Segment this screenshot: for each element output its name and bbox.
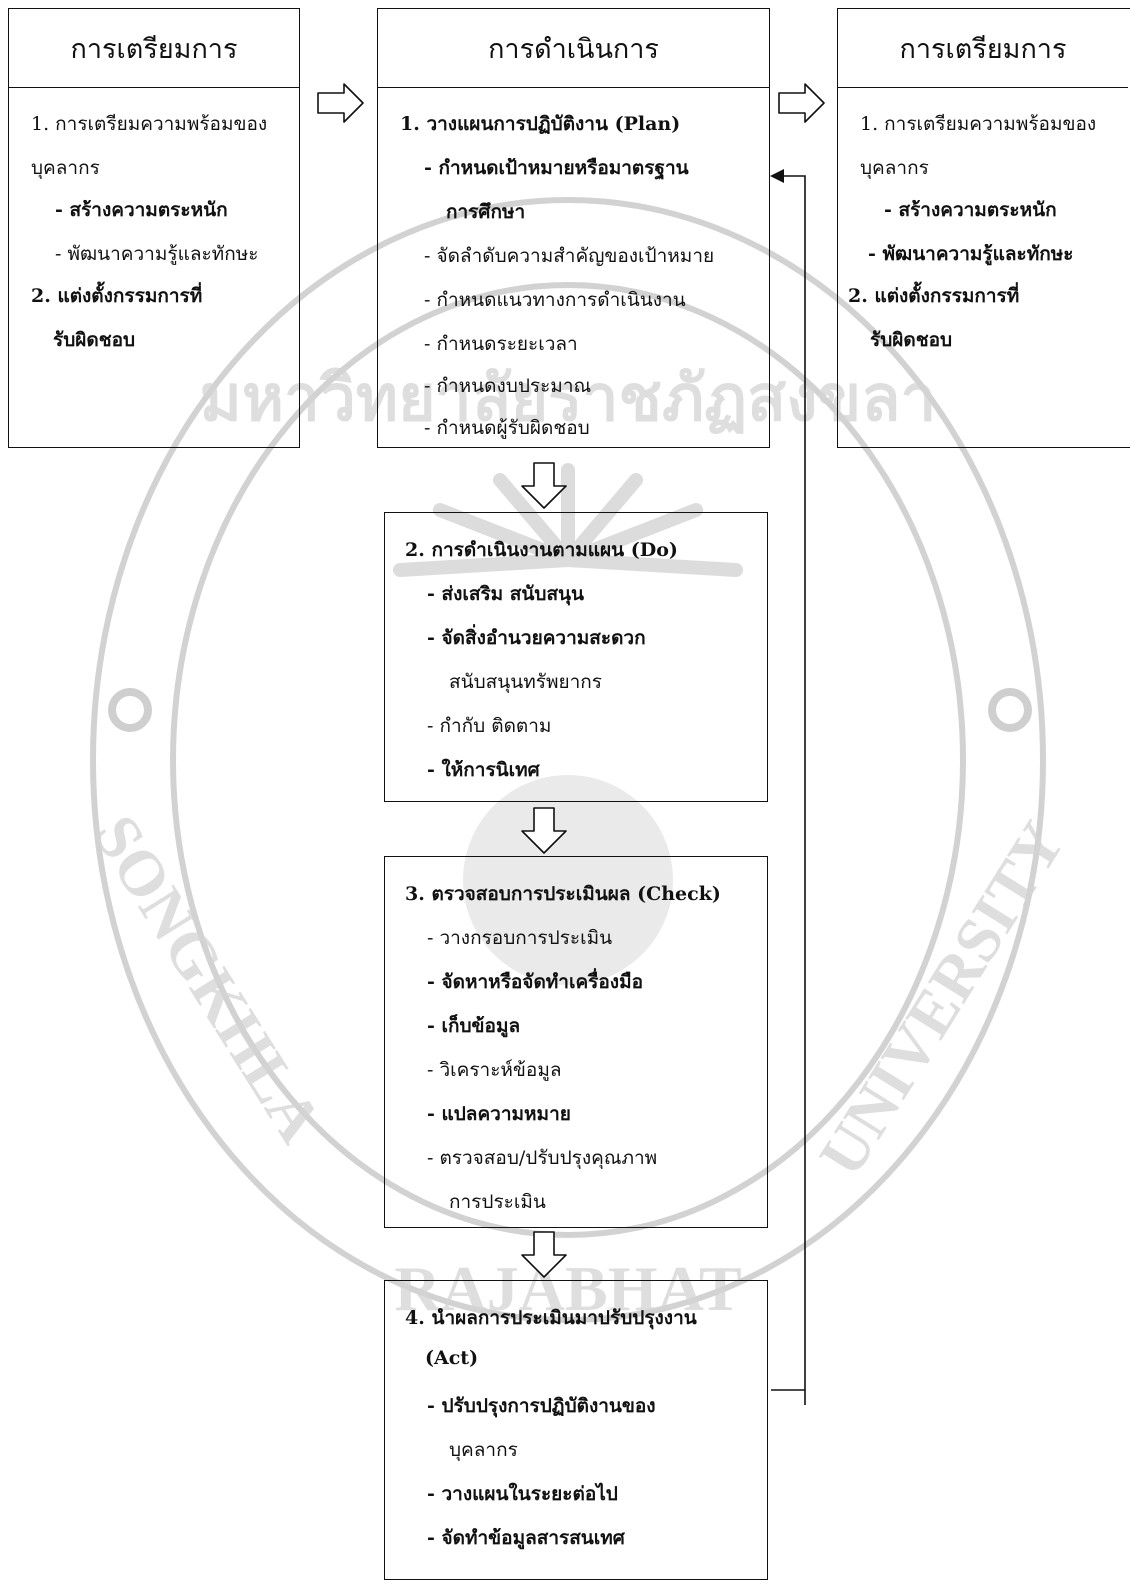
sub-item-continuation: การศึกษา: [446, 201, 526, 223]
item-2-continuation: รับผิดชอบ: [870, 329, 953, 351]
sub-item-text: - จัดหาหรือจัดทำเครื่องมือ: [427, 971, 644, 993]
sub-item-continuation: บุคลากร: [449, 1439, 518, 1461]
preparation-box-left: การเตรียมการ 1. การเตรียมความพร้อมของ บุ…: [8, 8, 300, 448]
check-heading: 3. ตรวจสอบการประเมินผล (Check): [405, 883, 721, 905]
sub-item-text: - ส่งเสริม สนับสนุน: [427, 583, 585, 605]
act-box: 4. นำผลการประเมินมาปรับปรุงงาน (Act) - ป…: [384, 1280, 768, 1580]
sub-item-text: - เก็บข้อมูล: [427, 1015, 521, 1037]
sub-item-text: - สร้างความตระหนัก: [884, 199, 1057, 221]
item-2-text: 2. แต่งตั้งกรรมการที่: [31, 285, 203, 307]
box-title: การเตรียมการ: [838, 9, 1128, 88]
act-heading-continuation: (Act): [425, 1347, 479, 1369]
sub-item-text: - ปรับปรุงการปฏิบัติงานของ: [427, 1395, 656, 1417]
item-2-text: 2. แต่งตั้งกรรมการที่: [848, 285, 1020, 307]
sub-item-text: - กำหนดผู้รับผิดชอบ: [424, 417, 590, 439]
sub-item-text: - จัดสิ่งอำนวยความสะดวก: [427, 627, 646, 649]
arrowhead-left-icon: [770, 169, 784, 183]
sub-item-text: - กำหนดแนวทางการดำเนินงาน: [424, 289, 686, 311]
item-1-text: 1. การเตรียมความพร้อมของ: [860, 113, 1097, 135]
item-2-continuation: รับผิดชอบ: [53, 329, 136, 351]
operation-plan-box: การดำเนินการ 1. วางแผนการปฏิบัติงาน (Pla…: [377, 8, 770, 448]
sub-item-text: - สร้างความตระหนัก: [55, 199, 228, 221]
sub-item-text: - ตรวจสอบ/ปรับปรุงคุณภาพ: [427, 1147, 658, 1169]
feedback-loop-line: [771, 175, 806, 1405]
sub-item-text: - พัฒนาความรู้และทักษะ: [868, 243, 1074, 265]
sub-item-text: - กำกับ ติดตาม: [427, 715, 552, 737]
sub-item-text: - จัดลำดับความสำคัญของเป้าหมาย: [424, 245, 715, 267]
sub-item-text: - กำหนดงบประมาณ: [424, 375, 592, 397]
preparation-box-right: การเตรียมการ 1. การเตรียมความพร้อมของ บุ…: [837, 8, 1130, 448]
sub-item-continuation: การประเมิน: [449, 1191, 546, 1213]
sub-item-text: - ให้การนิเทศ: [427, 759, 540, 781]
sub-item-text: - แปลความหมาย: [427, 1103, 571, 1125]
hollow-right-arrow-icon: [778, 83, 825, 123]
act-heading: 4. นำผลการประเมินมาปรับปรุงงาน: [405, 1307, 697, 1329]
sub-item-text: - วางแผนในระยะต่อไป: [427, 1483, 618, 1505]
do-box: 2. การดำเนินงานตามแผน (Do) - ส่งเสริม สน…: [384, 512, 768, 802]
sub-item-text: - กำหนดเป้าหมายหรือมาตรฐาน: [424, 157, 689, 179]
sub-item-text: - จัดทำข้อมูลสารสนเทศ: [427, 1527, 625, 1549]
sub-item-text: - วางกรอบการประเมิน: [427, 927, 613, 949]
hollow-down-arrow-icon: [521, 1231, 567, 1278]
sub-item-text: - พัฒนาความรู้และทักษะ: [55, 243, 259, 265]
sub-item-text: - วิเคราะห์ข้อมูล: [427, 1059, 562, 1081]
hollow-right-arrow-icon: [317, 83, 364, 123]
do-heading: 2. การดำเนินงานตามแผน (Do): [405, 539, 678, 561]
sub-item-continuation: สนับสนุนทรัพยากร: [449, 671, 602, 693]
hollow-down-arrow-icon: [521, 807, 567, 854]
item-1-text: 1. การเตรียมความพร้อมของ: [31, 113, 268, 135]
item-1-continuation: บุคลากร: [860, 157, 929, 179]
plan-heading: 1. วางแผนการปฏิบัติงาน (Plan): [400, 113, 681, 135]
sub-item-text: - กำหนดระยะเวลา: [424, 333, 578, 355]
box-title: การดำเนินการ: [378, 9, 769, 88]
hollow-down-arrow-icon: [521, 462, 567, 509]
box-title: การเตรียมการ: [9, 9, 299, 88]
item-1-continuation: บุคลากร: [31, 157, 100, 179]
check-box: 3. ตรวจสอบการประเมินผล (Check) - วางกรอบ…: [384, 856, 768, 1228]
